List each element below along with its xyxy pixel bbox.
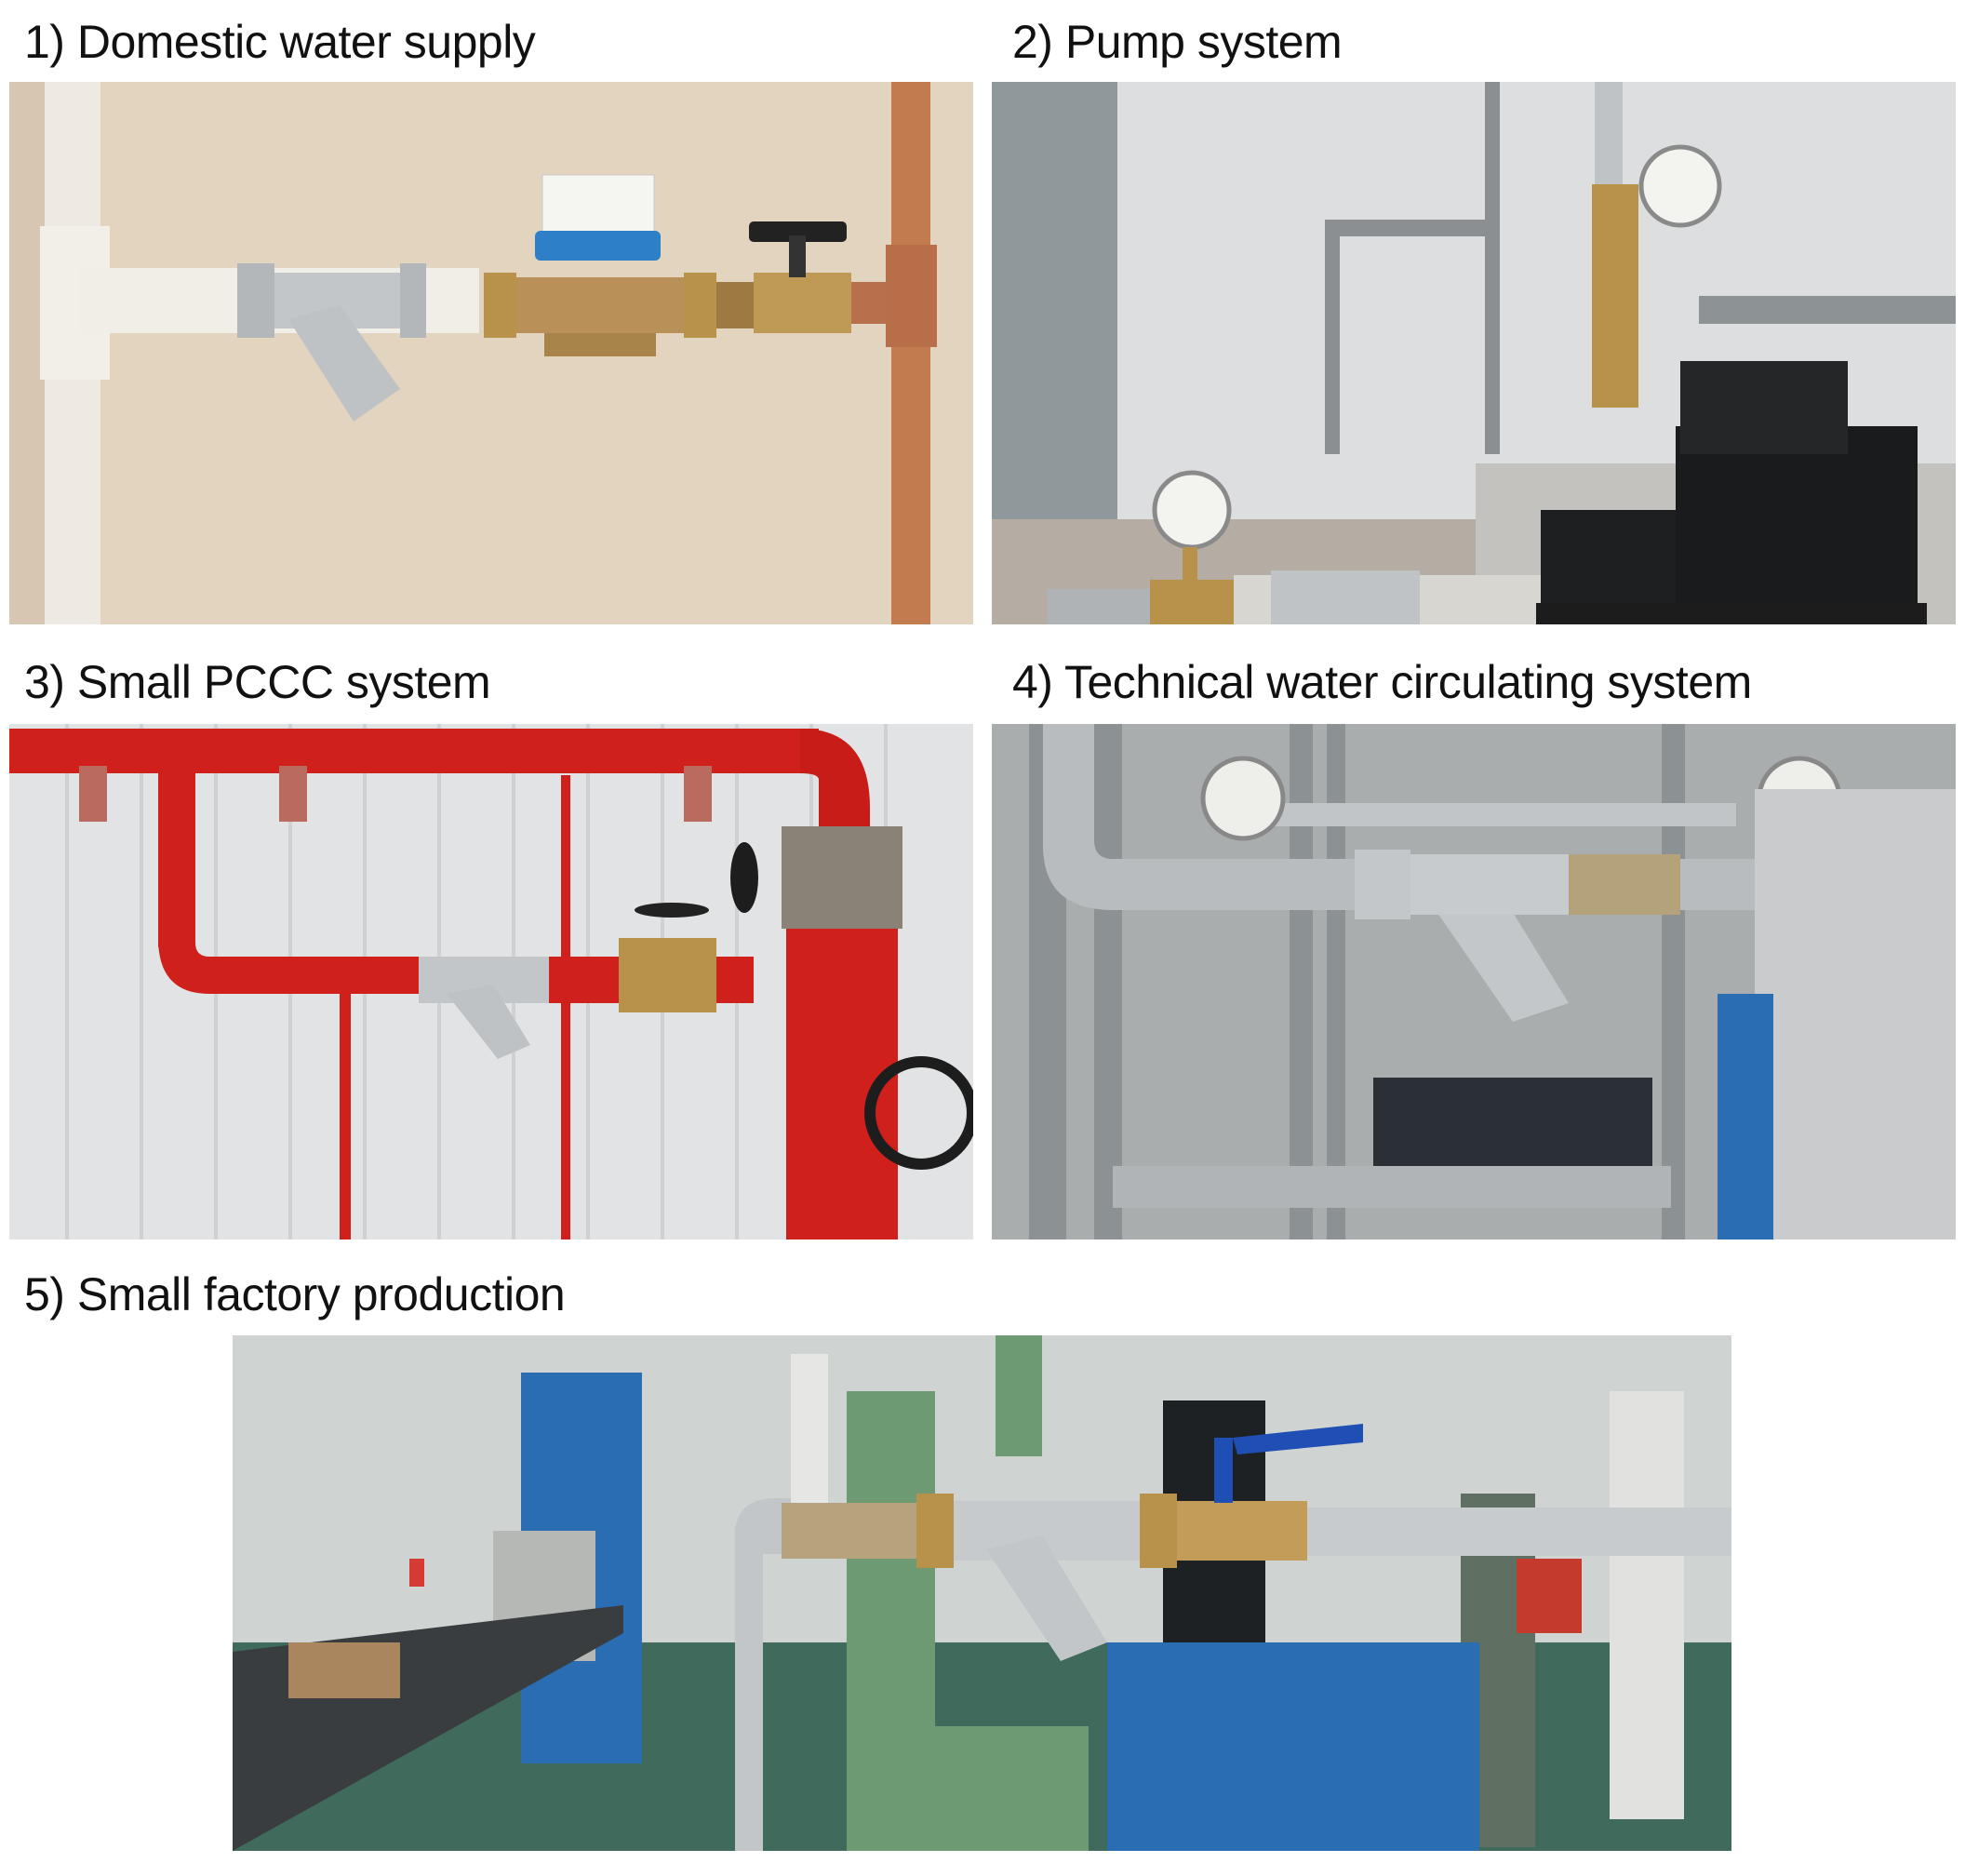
photo-small-factory-production — [233, 1335, 1731, 1851]
caption-technical-water-circulating-system: 4) Technical water circulating system — [1012, 656, 1752, 708]
photo-pump-system — [992, 82, 1956, 624]
caption-pump-system: 2) Pump system — [1012, 16, 1343, 68]
caption-domestic-water-supply: 1) Domestic water supply — [24, 16, 536, 68]
photo-small-pccc-system — [9, 724, 973, 1240]
caption-small-factory-production: 5) Small factory production — [24, 1268, 566, 1320]
caption-small-pccc-system: 3) Small PCCC system — [24, 656, 491, 708]
photo-domestic-water-supply — [9, 82, 973, 624]
photo-technical-water-circulating-system — [992, 724, 1956, 1240]
